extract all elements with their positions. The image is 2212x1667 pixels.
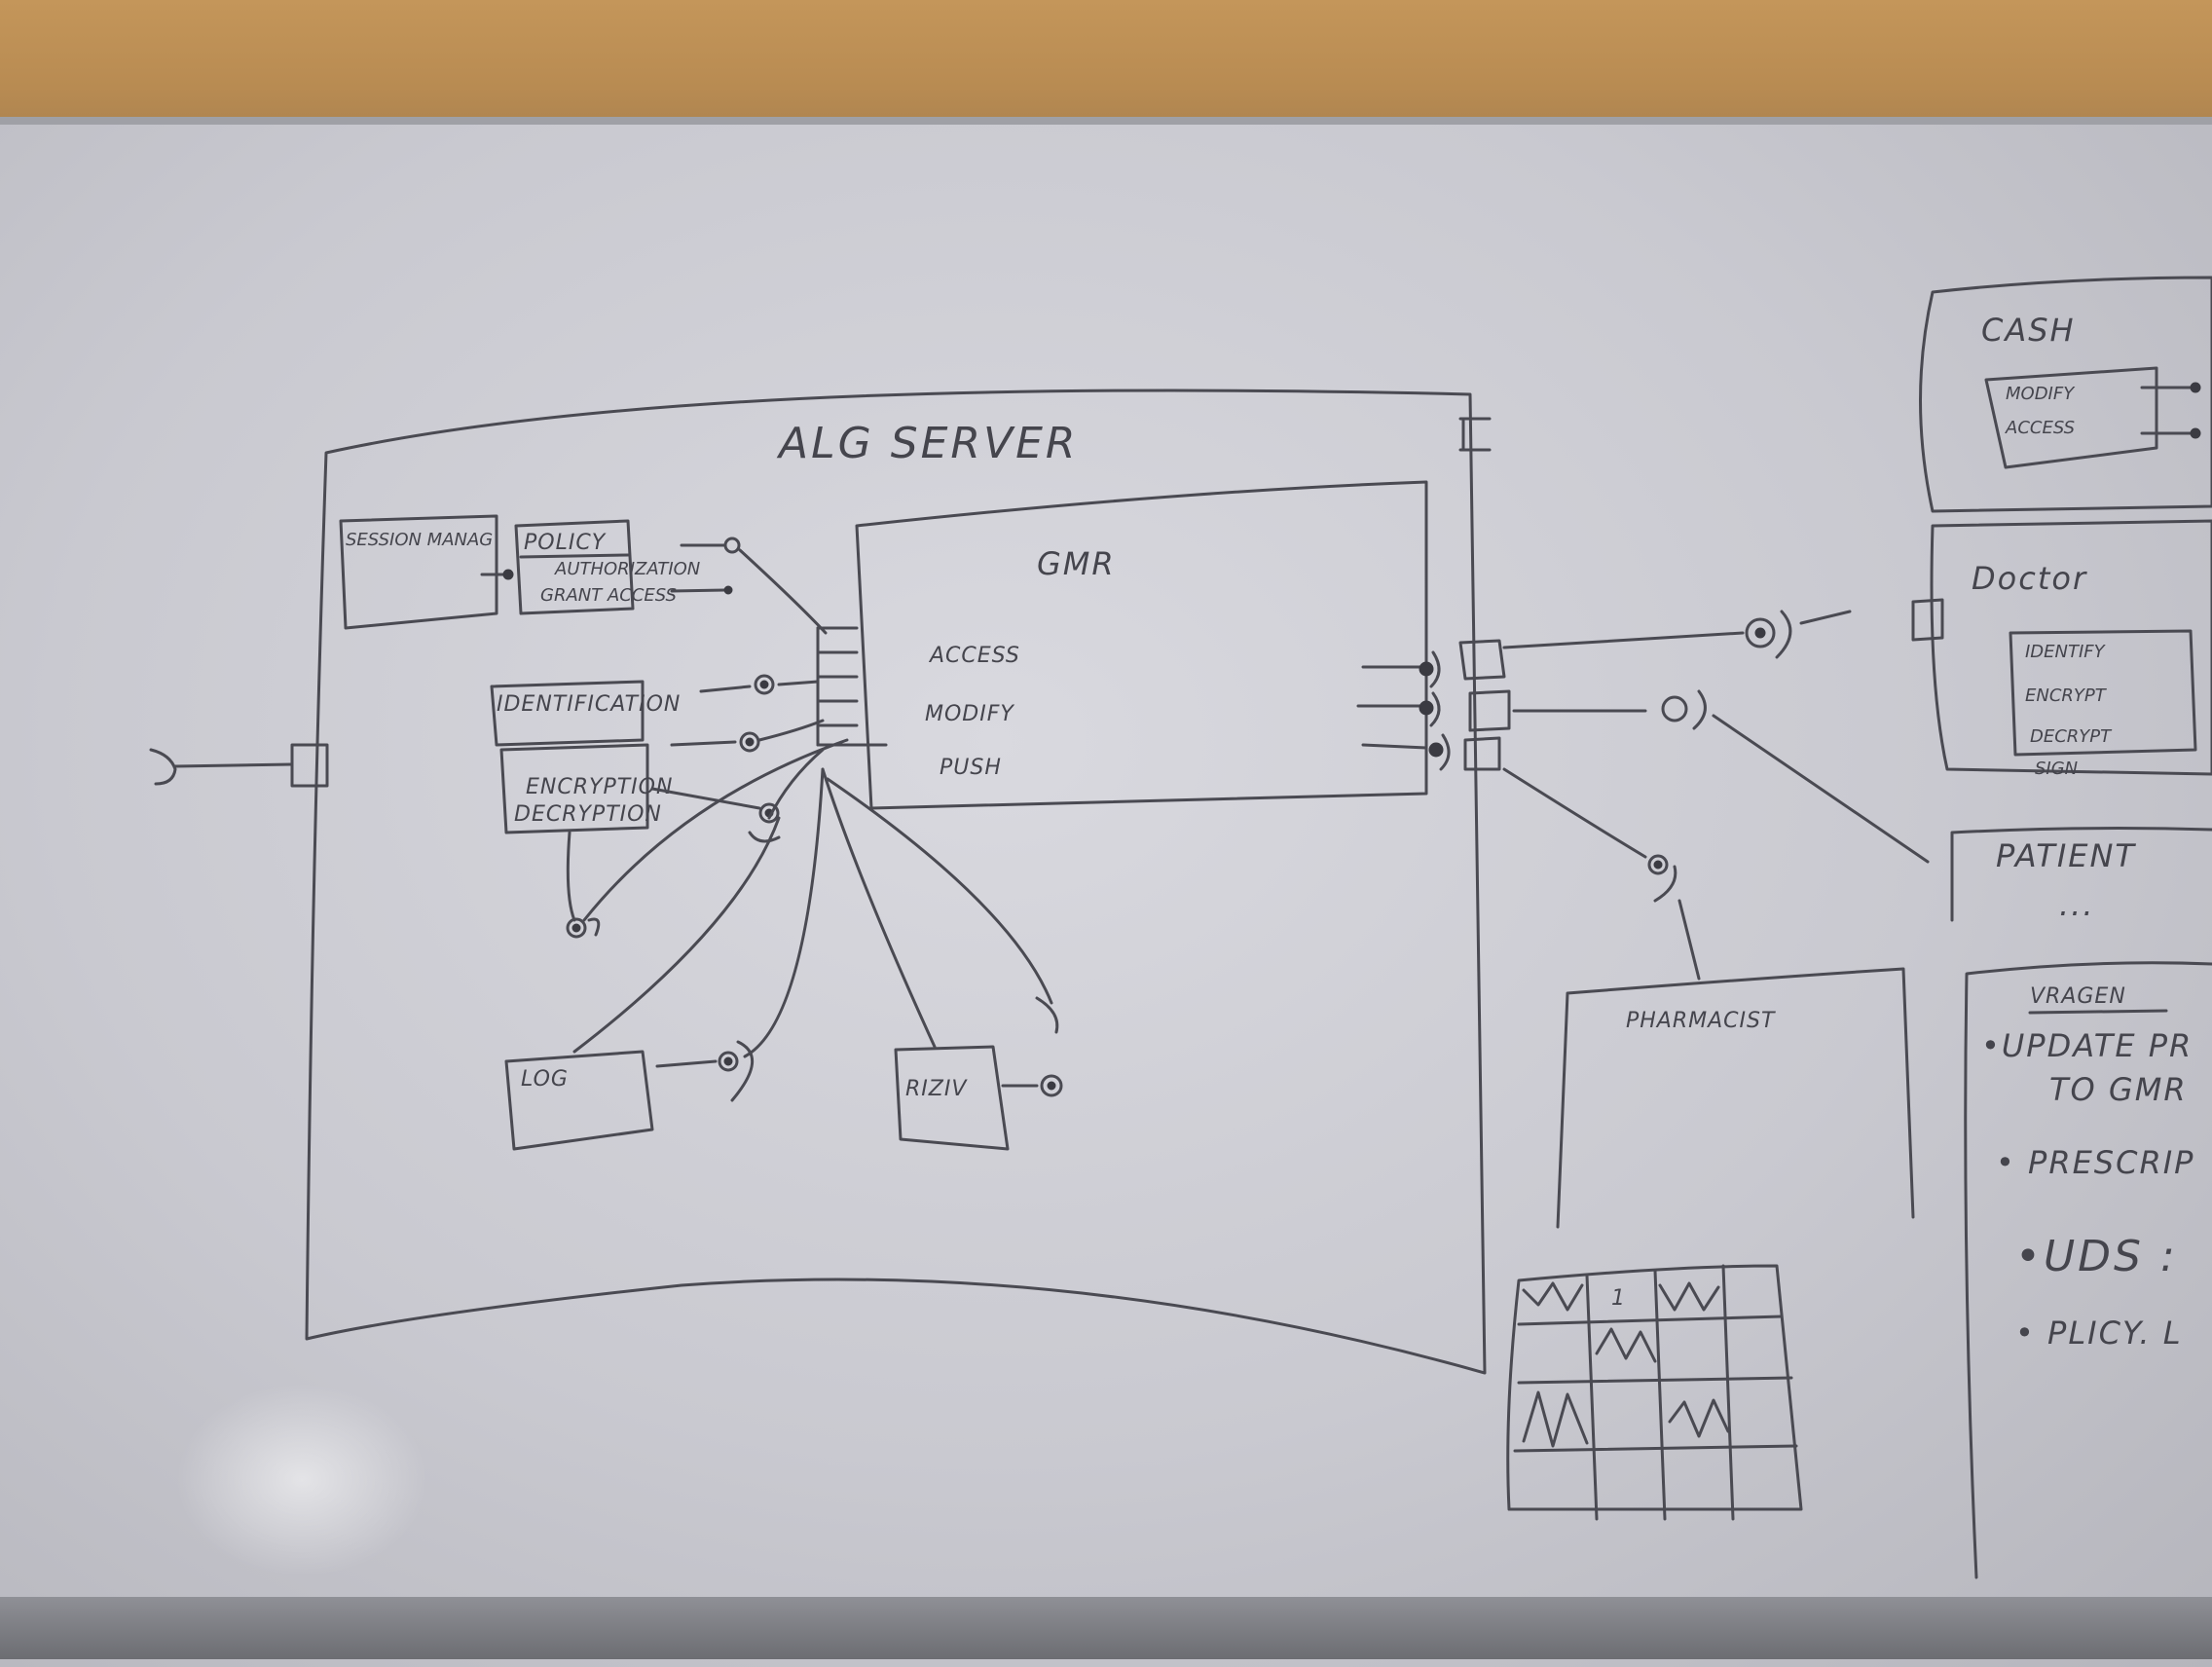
doctor-component: Doctor IDENTIFY ENCRYPT DECRYPT SIGN — [1913, 521, 2212, 779]
policy-component: POLICY AUTHORIZATION GRANT ACCESS — [516, 521, 739, 613]
external-interface — [151, 745, 327, 786]
patient-title: PATIENT — [1996, 837, 2136, 874]
encryption-label: ENCRYPTION — [526, 775, 673, 799]
patient-component: PATIENT ... — [1952, 829, 2212, 923]
cash-item-modify: MODIFY — [2006, 384, 2076, 404]
cash-component: CASH MODIFY ACCESS — [1921, 278, 2212, 511]
question-2: • PRESCRIP — [1996, 1144, 2194, 1181]
gmr-item-access: ACCESS — [928, 644, 1020, 668]
gmr-item-modify: MODIFY — [925, 702, 1014, 726]
doctor-item-sign: SIGN — [2035, 759, 2078, 779]
pharmacist-component: PHARMACIST — [1558, 901, 1913, 1227]
doctor-item-encrypt: ENCRYPT — [2025, 685, 2108, 706]
cash-item-access: ACCESS — [2005, 418, 2075, 438]
identification-component: IDENTIFICATION — [492, 676, 773, 751]
grid-sketch: 1 — [1508, 1266, 1801, 1519]
patient-ellipsis: ... — [2059, 886, 2095, 923]
alg-server-title: ALG SERVER — [776, 419, 1078, 468]
riziv-label: RIZIV — [905, 1077, 968, 1101]
question-1: •UPDATE PR — [1981, 1027, 2193, 1064]
gmr-external-interfaces — [1460, 611, 1928, 901]
gmr-title: GMR — [1037, 545, 1116, 582]
doctor-item-decrypt: DECRYPT — [2030, 726, 2113, 747]
riziv-component: RIZIV — [896, 1047, 1061, 1149]
question-3: •UDS : — [2015, 1232, 2178, 1281]
identification-label: IDENTIFICATION — [497, 692, 681, 717]
question-1-cont: TO GMR — [2049, 1071, 2188, 1108]
questions-panel: VRAGEN •UPDATE PR TO GMR • PRESCRIP •UDS… — [1966, 963, 2212, 1577]
policy-item-grant-access: GRANT ACCESS — [540, 585, 677, 606]
grid-mark: 1 — [1611, 1286, 1626, 1311]
questions-title: VRAGEN — [2030, 984, 2126, 1009]
gmr-component: GMR ACCESS MODIFY PUSH — [818, 482, 1449, 808]
log-label: LOG — [521, 1067, 569, 1092]
decryption-label: DECRYPTION — [514, 802, 662, 827]
doctor-item-identify: IDENTIFY — [2025, 642, 2107, 662]
log-component: LOG — [506, 1042, 753, 1149]
cash-title: CASH — [1981, 312, 2076, 349]
pharmacist-title: PHARMACIST — [1626, 1009, 1776, 1033]
policy-item-authorization: AUTHORIZATION — [554, 559, 700, 579]
encryption-component: ENCRYPTION DECRYPTION — [501, 745, 779, 937]
session-manager-component: SESSION MANAG — [341, 516, 512, 628]
question-4: • PLICY. L — [2015, 1315, 2183, 1352]
session-manager-label: SESSION MANAG — [346, 530, 493, 550]
doctor-title: Doctor — [1972, 560, 2087, 597]
policy-title: POLICY — [524, 531, 607, 555]
gmr-item-push: PUSH — [940, 756, 1002, 780]
